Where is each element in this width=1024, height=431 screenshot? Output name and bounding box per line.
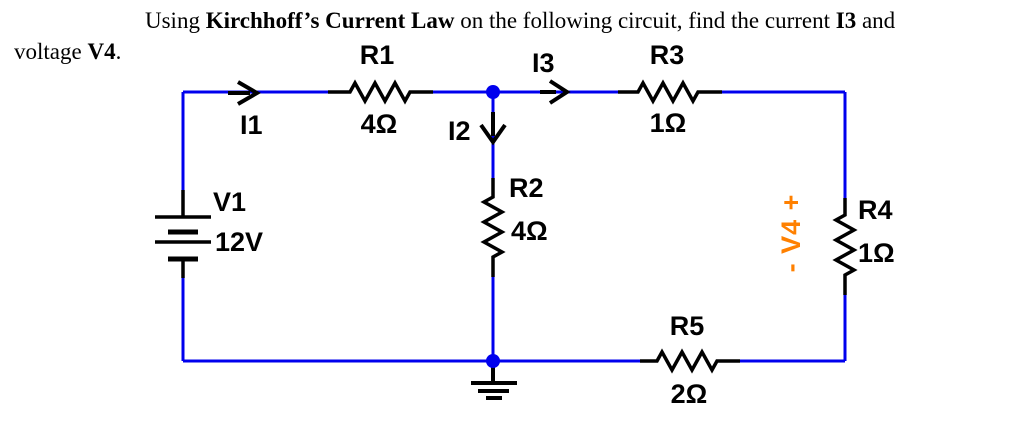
question-segment: on the following circuit, find the curre…	[454, 8, 836, 33]
question-text: Using Kirchhoff’s Current Law on the fol…	[14, 5, 1014, 67]
component-symbols	[155, 79, 858, 400]
label-r4-value: 1Ω	[858, 238, 895, 268]
label-r5-name: R5	[670, 311, 705, 341]
current-arrows	[228, 79, 571, 146]
label-current-i2: I2	[448, 116, 471, 146]
question-segment: and	[856, 8, 896, 33]
ground-icon	[471, 361, 517, 400]
junction-node-top	[486, 85, 500, 99]
question-bold-v4: V4	[87, 39, 116, 64]
battery-v1-short-plates	[168, 229, 198, 262]
question-bold-i3: I3	[835, 8, 857, 33]
label-r5-value: 2Ω	[671, 379, 708, 409]
label-v1-name: V1	[213, 187, 246, 217]
junction-nodes	[486, 85, 500, 368]
question-line-1: Using Kirchhoff’s Current Law on the fol…	[14, 5, 1014, 36]
question-bold-kcl: Kirchhoff’s Current Law	[205, 8, 455, 33]
label-current-i1: I1	[240, 110, 263, 140]
resistor-r3-icon	[618, 79, 722, 105]
label-r3-value: 1Ω	[650, 108, 687, 138]
label-r3-name: R3	[650, 40, 685, 70]
current-arrow-i3-icon	[540, 79, 571, 105]
question-line-2: voltage V4.	[14, 36, 1014, 67]
resistor-r2-icon	[480, 178, 506, 277]
current-arrow-i2-icon	[479, 112, 507, 146]
label-current-i3: I3	[532, 48, 555, 78]
wires	[181, 90, 847, 363]
resistor-r1-icon	[328, 79, 433, 105]
current-arrow-i1-icon	[228, 80, 261, 106]
label-v1-value: 12V	[215, 227, 263, 257]
resistor-r4-icon	[832, 198, 858, 295]
resistor-r5-icon	[640, 348, 740, 374]
question-segment: voltage	[14, 39, 88, 64]
label-r4-name: R4	[858, 195, 893, 225]
label-r1-name: R1	[360, 40, 395, 70]
label-r2-name: R2	[509, 173, 544, 203]
junction-node-bottom	[486, 354, 500, 368]
battery-v1-long-plates	[155, 215, 211, 244]
question-segment: .	[115, 39, 122, 64]
label-v4-polarity: - V4 +	[776, 194, 806, 273]
label-r1-value: 4Ω	[361, 109, 398, 139]
label-r2-value: 4Ω	[511, 216, 548, 246]
question-segment: Using	[145, 8, 206, 33]
